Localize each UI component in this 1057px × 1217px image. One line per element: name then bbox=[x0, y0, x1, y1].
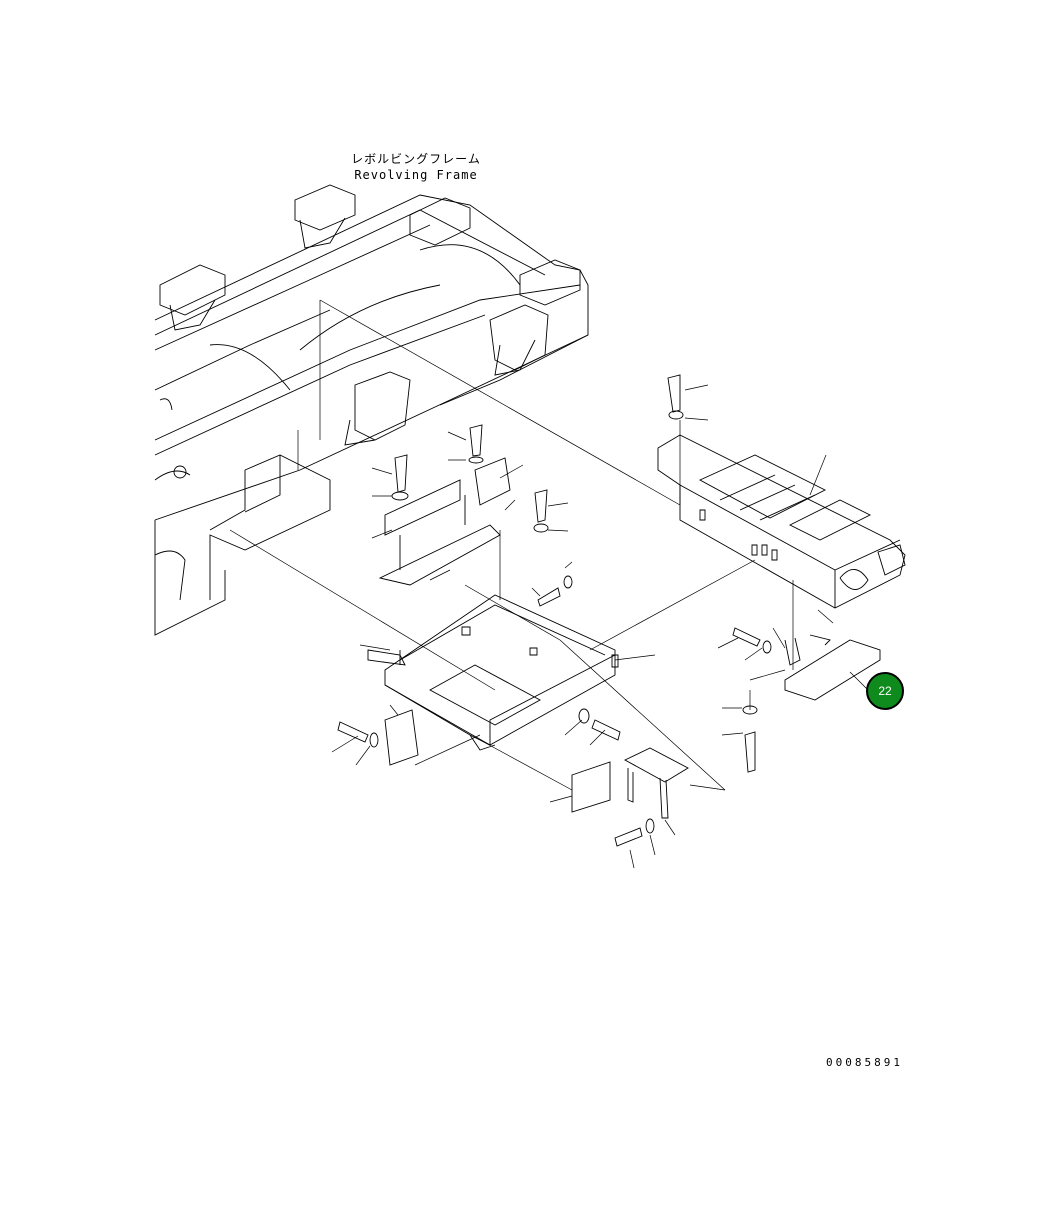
frame-title-japanese: レボルビングフレーム bbox=[351, 152, 481, 166]
front-cover bbox=[658, 435, 905, 608]
assembly-lines bbox=[230, 300, 868, 790]
under-cover bbox=[385, 595, 618, 750]
frame-title-english: Revolving Frame bbox=[354, 168, 478, 182]
document-number: 00085891 bbox=[826, 1056, 903, 1069]
callout-22[interactable]: 22 bbox=[866, 672, 904, 710]
callout-label: 22 bbox=[878, 684, 892, 698]
plates-and-step bbox=[368, 635, 880, 818]
middle-brackets bbox=[380, 458, 510, 585]
revolving-frame bbox=[155, 185, 588, 635]
bolts-and-washers bbox=[338, 375, 771, 846]
leader-lines bbox=[332, 385, 833, 868]
